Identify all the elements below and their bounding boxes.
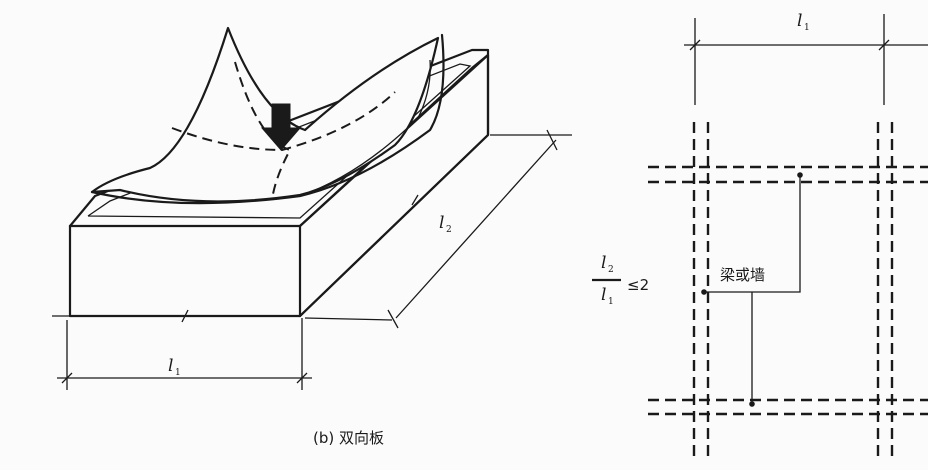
label-l1-subscript: 1 bbox=[175, 368, 181, 378]
label-l2-letter: l bbox=[439, 213, 444, 233]
figure-caption: (b) 双向板 bbox=[313, 429, 384, 447]
dimension-l1 bbox=[57, 318, 312, 390]
dimension-top-l1 bbox=[684, 14, 928, 105]
support-leader-lines bbox=[701, 172, 803, 407]
support-box-front bbox=[68, 224, 302, 318]
support-box-rim bbox=[87, 63, 472, 219]
ratio-denominator-subscript: 1 bbox=[608, 297, 614, 307]
label-l1-letter: l bbox=[168, 356, 173, 376]
deflection-line-short bbox=[171, 91, 396, 152]
dimension-l2 bbox=[304, 129, 572, 329]
label-top-l1-subscript: 1 bbox=[804, 23, 810, 33]
deflected-slab-outer bbox=[90, 26, 440, 203]
label-top-l1-letter: l bbox=[797, 11, 802, 31]
break-mark bbox=[181, 309, 189, 323]
down-arrow-icon bbox=[260, 103, 302, 151]
ratio-condition: ≤2 bbox=[627, 276, 649, 294]
slab-plan-view bbox=[592, 14, 928, 462]
deflected-slab-edge bbox=[90, 33, 445, 205]
ratio-denominator-letter: l bbox=[601, 285, 606, 305]
ratio-numerator-letter: l bbox=[601, 253, 606, 273]
label-l2-subscript: 2 bbox=[446, 225, 452, 235]
ratio-numerator-subscript: 2 bbox=[608, 265, 614, 275]
support-label: 梁或墙 bbox=[720, 266, 765, 284]
slab-isometric-drawing bbox=[52, 26, 572, 390]
slab-lower-contour bbox=[299, 59, 431, 197]
